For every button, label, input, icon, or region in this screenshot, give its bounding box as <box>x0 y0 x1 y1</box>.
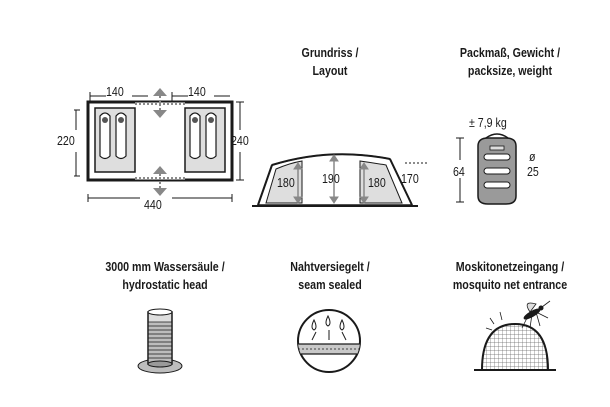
pack-bag <box>440 132 560 208</box>
side-profile-drawing <box>252 153 428 207</box>
entrance-arrow-icon <box>153 88 167 118</box>
water-column-icon <box>137 308 183 374</box>
cabin-right-height-label: 180 <box>368 176 386 190</box>
right-depth-label: 240 <box>231 134 249 148</box>
end-height-label: 170 <box>401 172 419 186</box>
center-height-label: 190 <box>322 172 340 186</box>
seam-sealed-heading-line2: seam sealed <box>298 277 362 292</box>
sleeping-bag-icon <box>189 112 217 160</box>
mosquito-net-icon <box>474 300 556 371</box>
pack-length-label: 64 <box>453 165 465 179</box>
diameter-symbol: ø <box>529 150 536 164</box>
hydrostatic-heading: 3000 mm Wassersäule / hydrostatic head <box>87 258 243 294</box>
pack-bag-icon <box>456 133 517 205</box>
mosquito-net-heading-line2: mosquito net entrance <box>452 277 568 292</box>
floor-plan-drawing <box>74 88 244 202</box>
layout-heading-line2: Layout <box>312 63 348 78</box>
cabin-right-width-label: 140 <box>188 85 206 99</box>
entrance-arrow-icon <box>153 166 167 196</box>
pack-diameter-label: 25 <box>527 165 539 179</box>
layout-heading-line1: Grundriss / <box>301 45 359 60</box>
packsize-heading-line1: Packmaß, Gewicht / <box>459 45 561 60</box>
cabin-left-width-label: 140 <box>106 85 124 99</box>
seam-sealed-heading-line1: Nahtversiegelt / <box>290 259 370 274</box>
total-length-label: 440 <box>144 198 162 212</box>
packsize-heading: Packmaß, Gewicht / packsize, weight <box>449 44 572 80</box>
mosquito-net-heading-line1: Moskitonetzeingang / <box>455 259 565 274</box>
left-depth-label: 220 <box>57 134 75 148</box>
floor-plan: 140 140 220 240 440 <box>50 80 270 212</box>
seam-sealed-heading: Nahtversiegelt / seam sealed <box>277 258 384 294</box>
weight-label: ± 7,9 kg <box>469 116 507 130</box>
seam-sealed-icon <box>297 309 361 373</box>
mosquito-icon <box>521 300 551 329</box>
hydrostatic-heading-line2: hydrostatic head <box>122 277 208 292</box>
mosquito-net-heading: Moskitonetzeingang / mosquito net entran… <box>444 258 575 294</box>
cabin-left-height-label: 180 <box>277 176 295 190</box>
side-profile: 180 190 180 170 <box>250 145 430 215</box>
hydrostatic-heading-line1: 3000 mm Wassersäule / <box>105 259 225 274</box>
sleeping-bag-icon <box>99 112 127 160</box>
layout-heading: Grundriss / Layout <box>281 44 379 80</box>
packsize-heading-line2: packsize, weight <box>467 63 553 78</box>
